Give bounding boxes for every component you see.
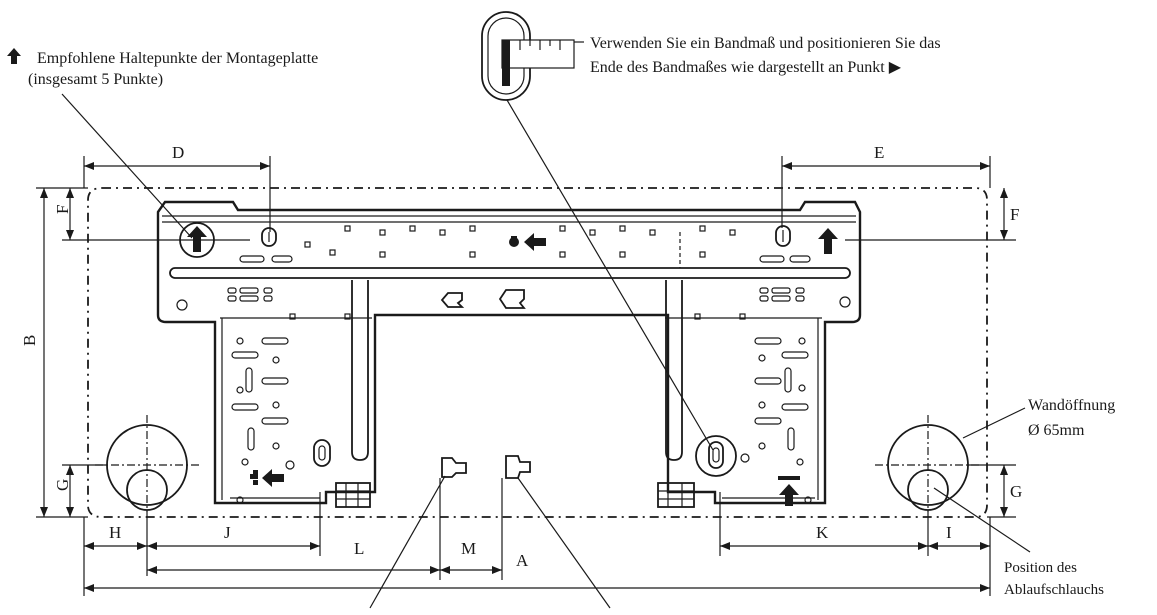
up-arrow-icon bbox=[779, 484, 799, 506]
annotation-wall-opening: Wandöffnung Ø 65mm bbox=[1028, 397, 1115, 439]
up-arrow-icon bbox=[187, 226, 207, 252]
plate-slots-right-lower bbox=[740, 337, 809, 466]
keyhole-bottom-right bbox=[695, 435, 737, 477]
annotation-drain-position: Position des Ablaufschlauchs bbox=[1004, 560, 1104, 598]
mounting-plate bbox=[156, 200, 862, 508]
dim-label-j: J bbox=[224, 523, 231, 542]
dim-label-a: A bbox=[516, 551, 529, 570]
dimension-labels: D E F F B G G H J L M A K I bbox=[20, 143, 1022, 570]
clip-shape-right bbox=[498, 289, 526, 309]
dim-label-g-left: G bbox=[53, 479, 72, 491]
dimension-lines bbox=[36, 156, 1016, 596]
keyhole-bottom-left bbox=[313, 439, 331, 467]
clip-shape-left bbox=[440, 292, 465, 308]
left-arrow-icon bbox=[262, 469, 284, 487]
dim-label-f-right: F bbox=[1010, 205, 1019, 224]
tape-text-2: Ende des Bandmaßes wie dargestellt an Pu… bbox=[590, 59, 902, 76]
plate-slots-left-lower bbox=[231, 337, 295, 479]
annotation-tape-measure: Verwenden Sie ein Bandmaß und positionie… bbox=[574, 35, 941, 76]
hook-left bbox=[441, 457, 467, 478]
dim-label-l: L bbox=[354, 539, 364, 558]
dim-label-b: B bbox=[20, 335, 39, 346]
plate-slots-left-upper bbox=[227, 255, 293, 302]
wall-opening-text-1: Wandöffnung bbox=[1028, 397, 1115, 414]
keyhole-top-left bbox=[261, 227, 277, 247]
keyhole-top-right bbox=[775, 225, 791, 247]
dim-label-h: H bbox=[109, 523, 121, 542]
unit-outline bbox=[87, 187, 988, 518]
dim-label-k: K bbox=[816, 523, 829, 542]
wall-opening-text-2: Ø 65mm bbox=[1028, 422, 1085, 439]
drain-text-1: Position des bbox=[1004, 560, 1077, 576]
tape-measure-icon bbox=[481, 11, 575, 101]
mounting-points-text-2: (insgesamt 5 Punkte) bbox=[28, 71, 163, 88]
dim-label-e: E bbox=[874, 143, 884, 162]
left-arrow-bottom-left bbox=[253, 469, 284, 487]
dim-label-m: M bbox=[461, 539, 476, 558]
plate-slots-right-upper bbox=[759, 255, 811, 302]
plate-holes-top-row bbox=[199, 225, 746, 320]
dim-label-f-left: F bbox=[53, 205, 72, 214]
mounting-point-right bbox=[818, 228, 838, 254]
annotation-mounting-points: Empfohlene Haltepunkte der Montageplatte… bbox=[7, 48, 318, 88]
left-arrow-icon bbox=[524, 233, 546, 251]
tape-text-1: Verwenden Sie ein Bandmaß und positionie… bbox=[590, 35, 941, 52]
dim-label-i: I bbox=[946, 523, 952, 542]
mounting-point-left bbox=[170, 222, 250, 258]
up-arrow-icon bbox=[7, 48, 21, 64]
wall-opening-left bbox=[95, 415, 200, 512]
mounting-points-text-1: Empfohlene Haltepunkte der Montageplatte bbox=[37, 50, 318, 67]
hinge-block-left bbox=[335, 482, 371, 508]
left-arrow-center bbox=[509, 233, 546, 251]
up-arrow-icon bbox=[818, 228, 838, 254]
hook-right bbox=[505, 455, 531, 479]
dim-label-d: D bbox=[172, 143, 184, 162]
wall-opening-right bbox=[875, 415, 980, 512]
leader-lines bbox=[61, 93, 1031, 609]
dim-label-g-right: G bbox=[1010, 482, 1022, 501]
hinge-block-right bbox=[657, 482, 695, 508]
mounting-point-bottom-right bbox=[778, 476, 800, 506]
drain-text-2: Ablaufschlauchs bbox=[1004, 582, 1104, 598]
